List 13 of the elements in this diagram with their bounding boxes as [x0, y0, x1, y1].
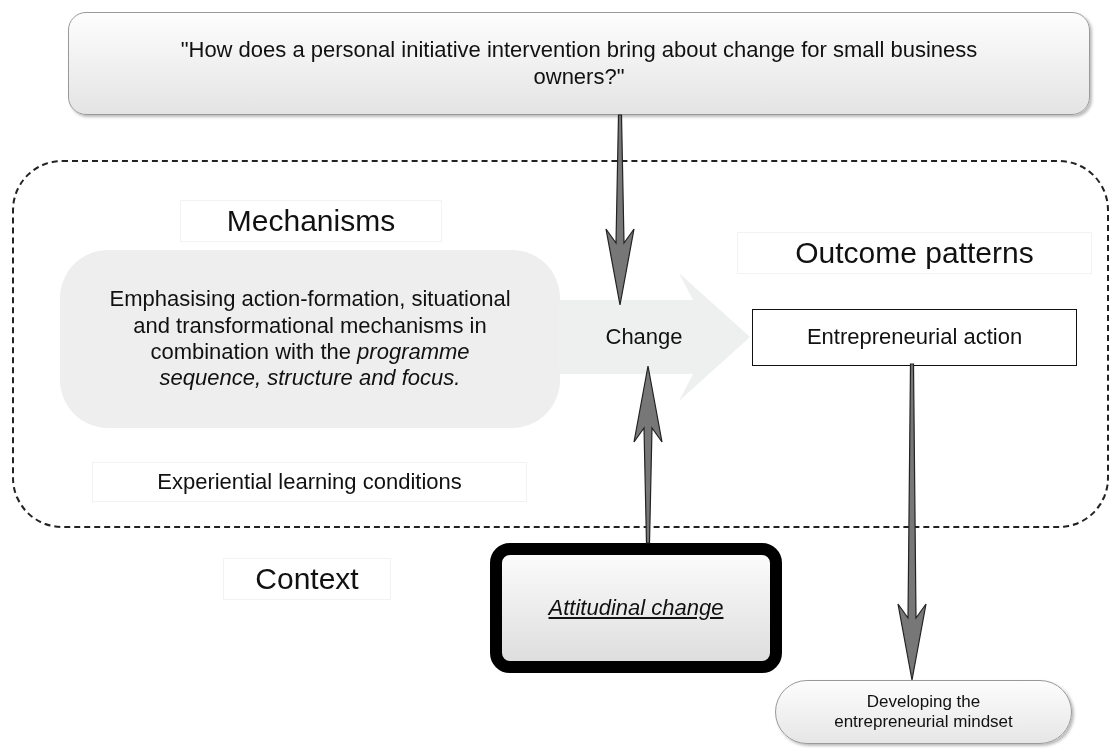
context-label-box: Context [223, 558, 391, 600]
section-heading: Outcome patterns [737, 232, 1092, 274]
arrow [897, 363, 927, 681]
section-heading: Mechanisms [180, 200, 442, 242]
attitude-box: Attitudinal change [490, 543, 782, 673]
outcome-pill: Developing the entrepreneurial mindset [775, 680, 1072, 744]
condition-label-box: Experiential learning conditions [92, 462, 527, 502]
process-box: Entrepreneurial action [752, 309, 1077, 366]
question-box: "How does a personal initiative intervention bring about change for small business owners?" [68, 12, 1090, 115]
arrow [605, 114, 635, 306]
dashed-region [12, 160, 1109, 528]
mechanism-box: Emphasising action-formation, situational and transformational mechanisms in combination with the programme sequence, structure and focus. [60, 250, 560, 428]
arrow [633, 365, 663, 544]
